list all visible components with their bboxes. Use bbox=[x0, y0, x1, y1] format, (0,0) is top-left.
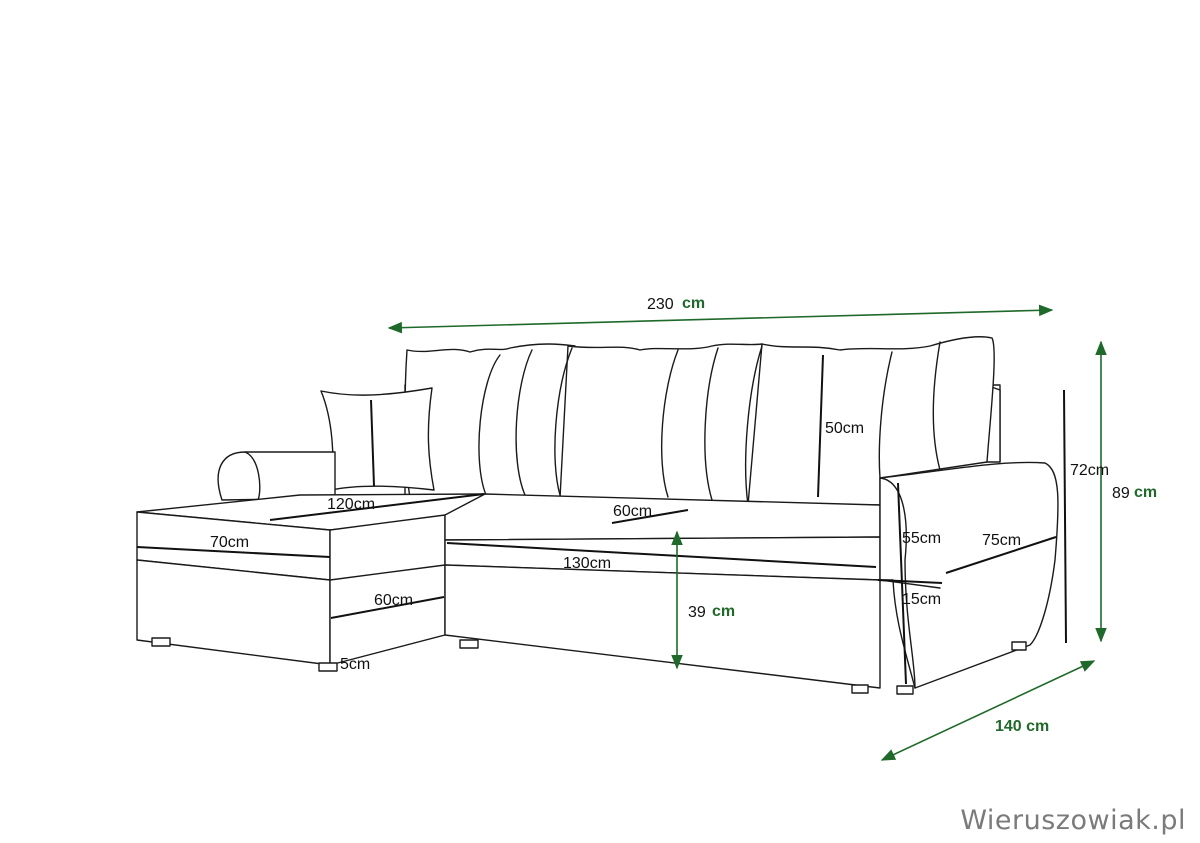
left-armrest bbox=[217, 451, 336, 501]
seat-height-unit: cm bbox=[712, 603, 735, 620]
overall-height-number: 89 bbox=[1112, 485, 1130, 502]
back-cushion-3 bbox=[747, 336, 995, 506]
dimension-labels: 230 cm 72cm 89 cm 50cm 120cm 70cm 60cm 5… bbox=[210, 295, 1157, 735]
cushion-height-label: 50cm bbox=[825, 420, 864, 437]
back-cushion-2 bbox=[559, 343, 763, 506]
seat-depth-label: 60cm bbox=[613, 503, 652, 520]
back-cushions bbox=[404, 336, 995, 506]
chaise-side bbox=[329, 514, 446, 666]
armrest-height-label: 55cm bbox=[902, 530, 941, 547]
chaise-length-label: 120cm bbox=[327, 496, 375, 513]
right-armrest bbox=[879, 461, 1059, 689]
throw-pillow bbox=[320, 387, 435, 491]
cushion-seam-7 bbox=[878, 351, 893, 479]
width-arrow bbox=[387, 304, 1054, 334]
seat-width-label: 130cm bbox=[563, 555, 611, 572]
depth-arrow bbox=[880, 660, 1096, 761]
overall-height-unit: cm bbox=[1134, 484, 1157, 501]
watermark: Wieruszowiak.pl bbox=[960, 805, 1186, 836]
cushion-seam-1 bbox=[478, 354, 501, 496]
chaise-unit bbox=[136, 493, 486, 666]
overall-depth-label: 140 cm bbox=[995, 718, 1049, 735]
cushion-seam-2 bbox=[515, 349, 533, 496]
armrest-width-label: 15cm bbox=[902, 591, 941, 608]
chaise-width-label: 70cm bbox=[210, 534, 249, 551]
cushion-seam-6 bbox=[745, 345, 763, 506]
backrest-height-label: 72cm bbox=[1070, 462, 1109, 479]
cushion-seam-4 bbox=[660, 349, 679, 498]
green-dimension-arrows bbox=[387, 304, 1107, 761]
cushion-seam-3 bbox=[554, 347, 573, 496]
overall-width-number: 230 bbox=[647, 296, 674, 313]
main-seat bbox=[444, 493, 881, 689]
overall-width-unit: cm bbox=[682, 295, 705, 312]
armrest-depth-label: 75cm bbox=[982, 532, 1021, 549]
black-dimension-lines bbox=[136, 354, 1067, 685]
chaise-depth-lower-label: 60cm bbox=[374, 592, 413, 609]
main-base bbox=[444, 564, 881, 689]
seat-height-number: 39 bbox=[688, 604, 706, 621]
cushion-seam-8 bbox=[932, 341, 941, 471]
cushion-seam-5 bbox=[704, 347, 719, 501]
foot-height-label: 5cm bbox=[340, 656, 370, 673]
